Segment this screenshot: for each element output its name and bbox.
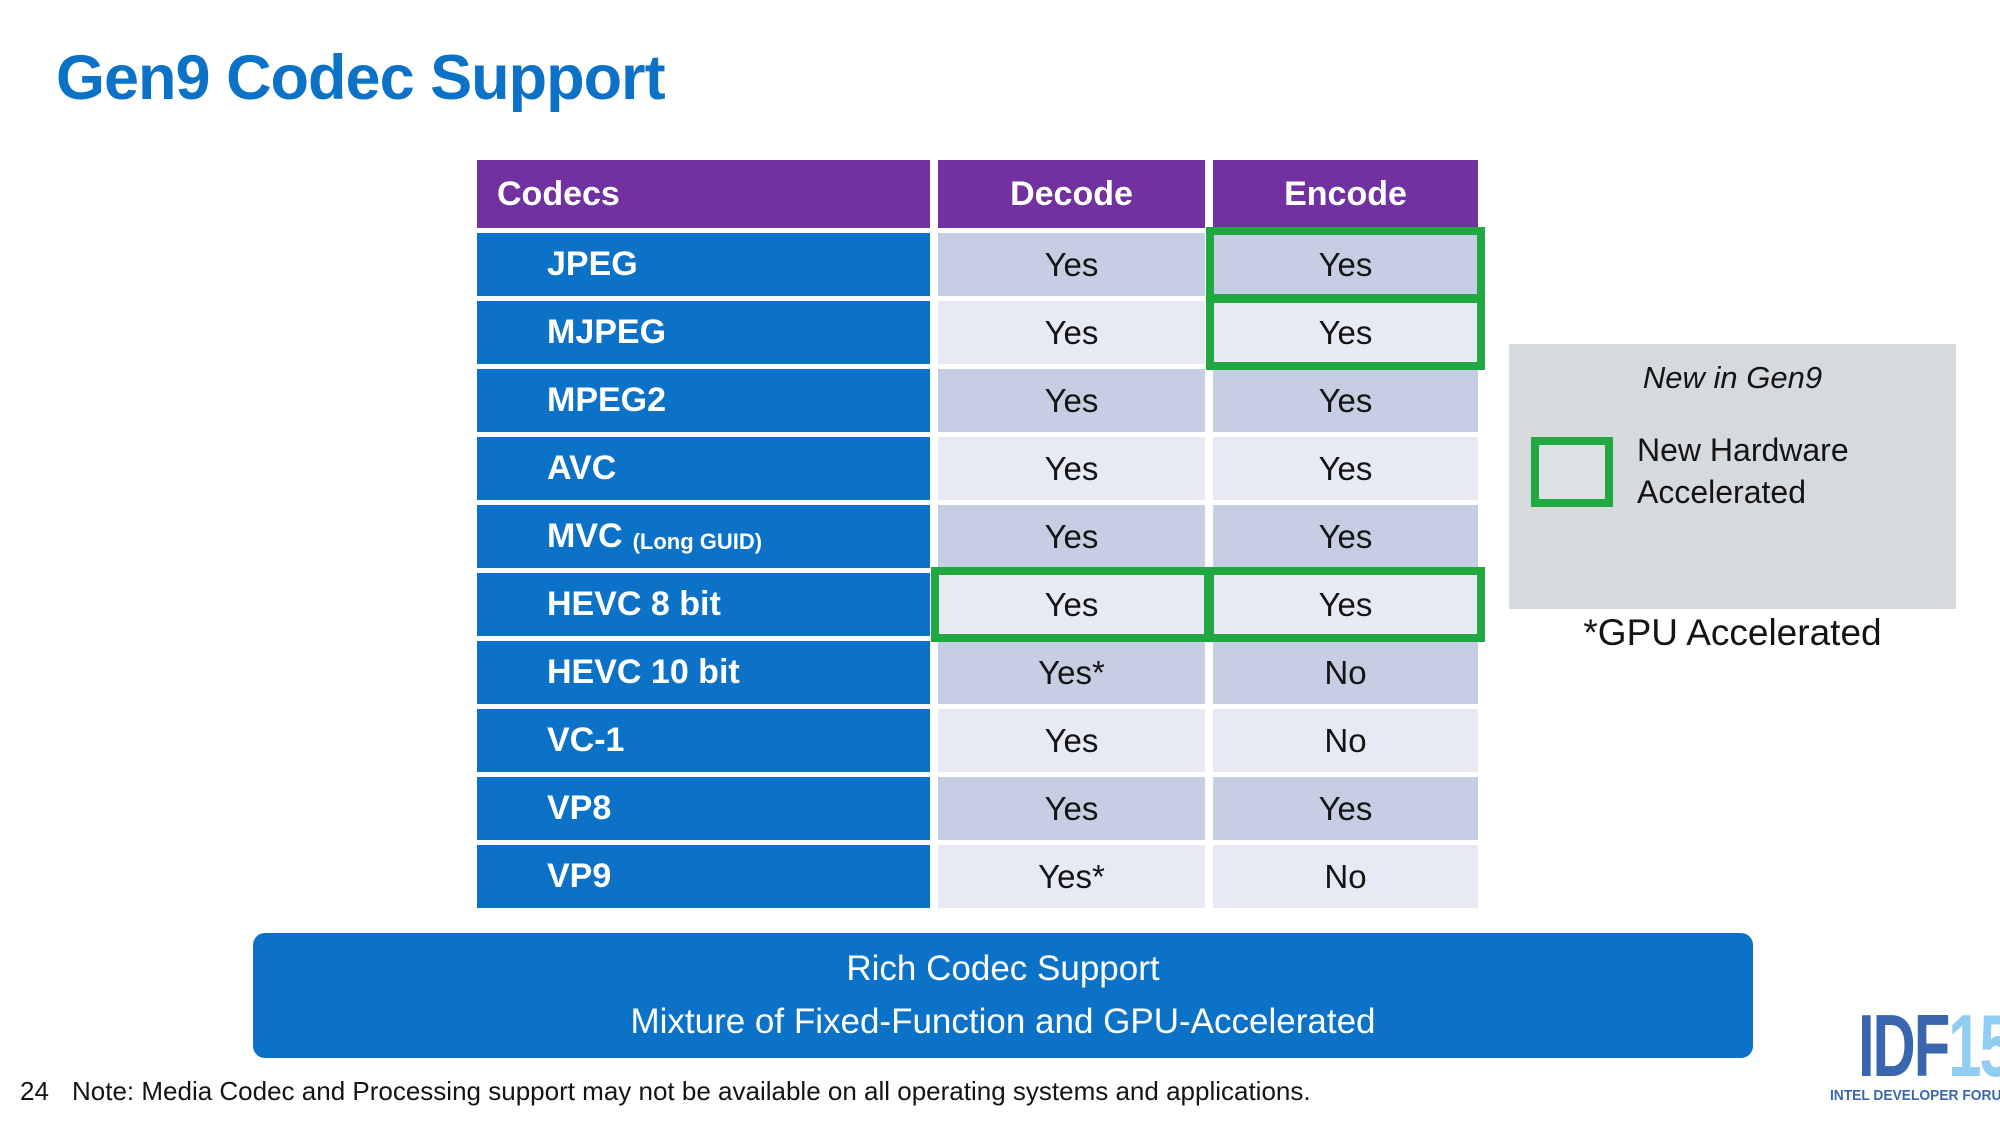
encode-value-cell: Yes <box>1213 505 1478 568</box>
gpu-accelerated-note: *GPU Accelerated <box>1583 612 1882 653</box>
codec-name-suffix: (Long GUID) <box>632 528 763 554</box>
decode-value-cell: Yes <box>938 709 1205 772</box>
page-title: Gen9 Codec Support <box>56 43 666 113</box>
logo-year: 15 <box>1948 996 2000 1095</box>
codec-name-cell: MVC (Long GUID) <box>477 505 930 568</box>
decode-value-cell: Yes <box>938 777 1205 840</box>
codec-name: MJPEG <box>547 313 667 351</box>
decode-value-cell: Yes <box>938 301 1205 364</box>
table-row: HEVC 10 bit Yes*No <box>477 641 1478 704</box>
codec-name-cell: AVC <box>477 437 930 500</box>
legend-item-label: New Hardware Accelerated <box>1637 432 1849 510</box>
legend-item: New Hardware Accelerated <box>1531 430 1956 513</box>
decode-value-cell: Yes* <box>938 641 1205 704</box>
table-header-row: Codecs Decode Encode <box>477 160 1478 228</box>
column-header-codecs: Codecs <box>477 160 930 228</box>
codec-name: VC-1 <box>547 721 625 759</box>
green-box-icon <box>1531 436 1613 507</box>
footnote: Note: Media Codec and Processing support… <box>72 1076 1311 1106</box>
codec-name-cell: VC-1 <box>477 709 930 772</box>
codec-name: AVC <box>547 449 617 487</box>
legend-title: New in Gen9 <box>1642 360 1823 395</box>
encode-value-cell: Yes <box>1206 227 1485 302</box>
codec-name: MVC <box>547 517 623 555</box>
decode-value-cell: Yes <box>938 437 1205 500</box>
banner-line-2: Mixture of Fixed-Function and GPU-Accele… <box>630 1001 1376 1041</box>
decode-value-cell: Yes <box>931 567 1212 642</box>
codec-name: VP9 <box>547 857 612 895</box>
column-header-decode: Decode <box>938 160 1205 228</box>
codec-name-cell: HEVC 10 bit <box>477 641 930 704</box>
encode-value-cell: No <box>1213 845 1478 908</box>
decode-value-cell: Yes* <box>938 845 1205 908</box>
logo-subtitle: INTEL DEVELOPER FORUM <box>1829 1087 2000 1105</box>
logo-idf: IDF <box>1857 996 1950 1095</box>
codec-name: HEVC 8 bit <box>547 585 721 623</box>
codec-name-cell: VP9 <box>477 845 930 908</box>
encode-value-cell: No <box>1213 709 1478 772</box>
codec-name: MPEG2 <box>547 381 667 419</box>
codec-name-cell: HEVC 8 bit <box>477 573 930 636</box>
encode-value-cell: No <box>1213 641 1478 704</box>
codec-name-cell: MPEG2 <box>477 369 930 432</box>
encode-value-cell: Yes <box>1206 567 1485 642</box>
table-row: VP9 Yes*No <box>477 845 1478 908</box>
decode-value-cell: Yes <box>938 369 1205 432</box>
decode-value-cell: Yes <box>938 233 1205 296</box>
codec-name: JPEG <box>547 245 638 283</box>
idf15-logo: IDF15 INTEL DEVELOPER FORUM <box>1822 1002 2000 1105</box>
decode-value-cell: Yes <box>938 505 1205 568</box>
codec-name: HEVC 10 bit <box>547 653 740 691</box>
column-header-encode: Encode <box>1213 160 1478 228</box>
codec-name-cell: JPEG <box>477 233 930 296</box>
encode-value-cell: Yes <box>1213 437 1478 500</box>
codec-name-cell: VP8 <box>477 777 930 840</box>
encode-value-cell: Yes <box>1213 369 1478 432</box>
encode-value-cell: Yes <box>1213 777 1478 840</box>
legend-box: New in Gen9 New Hardware Accelerated <box>1509 344 1956 609</box>
page-number: 24 <box>20 1076 49 1106</box>
encode-value-cell: Yes <box>1206 295 1485 370</box>
banner-line-1: Rich Codec Support <box>846 949 1160 988</box>
codec-name-cell: MJPEG <box>477 301 930 364</box>
codec-name: VP8 <box>547 789 612 827</box>
idf15-logo-text: IDF15 <box>1858 1002 2000 1090</box>
summary-banner: Rich Codec Support Mixture of Fixed-Func… <box>253 933 1753 1058</box>
